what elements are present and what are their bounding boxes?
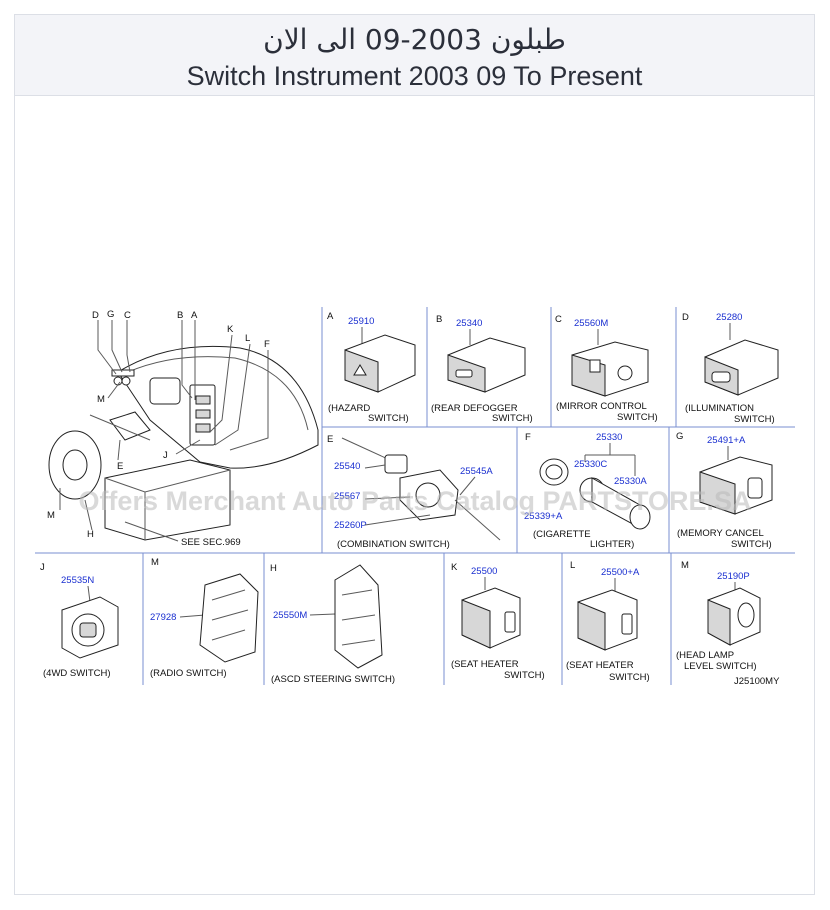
callout-J: J <box>163 450 168 461</box>
caption: (4WD SWITCH) <box>43 668 111 679</box>
panel-letter: F <box>525 432 531 443</box>
callout-D: D <box>92 310 99 321</box>
callout-H: H <box>87 529 94 540</box>
caption: (COMBINATION SWITCH) <box>337 539 450 550</box>
panel-letter: D <box>682 312 689 323</box>
panel-letter: A <box>327 311 334 322</box>
caption-line-2: SWITCH) <box>734 414 775 425</box>
panel-memory-cancel-switch: G 25491+A (MEMORY CANCEL SWITCH) <box>676 431 773 550</box>
panel-letter: M <box>151 557 159 568</box>
callout-C: C <box>124 310 131 321</box>
caption-line-1: (MIRROR CONTROL <box>556 401 647 412</box>
part-number-25260P: 25260P <box>334 520 367 531</box>
caption-line-2: SWITCH) <box>492 413 533 424</box>
panel-4wd-switch: J 25535N (4WD SWITCH) <box>40 562 119 679</box>
part-number: 25190P <box>717 571 750 582</box>
caption-line-2: SWITCH) <box>504 670 545 681</box>
part-number-25540: 25540 <box>334 461 360 472</box>
part-number: 25550M <box>273 610 307 621</box>
callout-A: A <box>191 310 198 321</box>
grid-lines <box>35 307 795 685</box>
callout-G: G <box>107 309 114 320</box>
part-number: 25500+A <box>601 567 640 578</box>
callout-M-lower: M <box>47 510 55 521</box>
caption-line-1: (HEAD LAMP <box>676 650 734 661</box>
caption-line-1: (CIGARETTE <box>533 529 591 540</box>
panel-letter: M <box>681 560 689 571</box>
part-number: 25535N <box>61 575 94 586</box>
callout-B: B <box>177 310 183 321</box>
caption-line-2: SWITCH) <box>368 413 409 424</box>
diagram-code: J25100MY <box>734 676 780 687</box>
page-header: طبلون 2003-09 الى الان Switch Instrument… <box>15 15 814 96</box>
caption-line-2: LEVEL SWITCH) <box>684 661 757 672</box>
part-number: 25500 <box>471 566 497 577</box>
panel-rear-defogger-switch: B 25340 (REAR DEFOGGER SWITCH) <box>431 314 533 424</box>
callout-M-upper: M <box>97 394 105 405</box>
part-number-25330C: 25330C <box>574 459 607 470</box>
callout-K: K <box>227 324 234 335</box>
part-number: 27928 <box>150 612 176 623</box>
see-section-note: SEE SEC.969 <box>181 537 241 548</box>
panel-ascd-steering-switch: H 25550M (ASCD STEERING SWITCH) <box>270 563 395 685</box>
caption-line-1: (ILLUMINATION <box>685 403 754 414</box>
panel-seat-heater-switch-k: K 25500 (SEAT HEATER SWITCH) <box>451 562 545 681</box>
panel-radio-switch: M 27928 (RADIO SWITCH) <box>150 557 259 679</box>
panel-seat-heater-switch-l: L 25500+A (SEAT HEATER SWITCH) <box>566 560 650 683</box>
caption-line-2: SWITCH) <box>609 672 650 683</box>
part-number-25330A: 25330A <box>614 476 647 487</box>
caption-line-2: SWITCH) <box>731 539 772 550</box>
caption-line-1: (SEAT HEATER <box>566 660 634 671</box>
caption: (ASCD STEERING SWITCH) <box>271 674 395 685</box>
caption: (RADIO SWITCH) <box>150 668 227 679</box>
callout-E: E <box>117 461 123 472</box>
caption-line-2: SWITCH) <box>617 412 658 423</box>
panel-letter: C <box>555 314 562 325</box>
panel-cigarette-lighter: F 25330 25330C 25330A 25339+A (CIGARETTE… <box>524 432 651 550</box>
page-title-english: Switch Instrument 2003 09 To Present <box>186 61 643 91</box>
panel-letter: L <box>570 560 575 571</box>
part-number: 25491+A <box>707 435 746 446</box>
part-number-25330: 25330 <box>596 432 622 443</box>
part-number-25339A: 25339+A <box>524 511 563 522</box>
panel-hazard-switch: A 25910 (HAZARD SWITCH) <box>327 311 416 424</box>
panel-illumination-switch: D 25280 (ILLUMINATION SWITCH) <box>682 312 779 425</box>
panel-mirror-control-switch: C 25560M (MIRROR CONTROL SWITCH) <box>555 314 658 423</box>
panel-letter: J <box>40 562 45 573</box>
page-frame <box>14 14 815 895</box>
watermark: Offers Merchant Auto Parts Catalog PARTS… <box>78 486 751 516</box>
part-number: 25910 <box>348 316 374 327</box>
callout-L: L <box>245 333 250 344</box>
caption-line-1: (REAR DEFOGGER <box>431 403 518 414</box>
panel-letter: B <box>436 314 442 325</box>
part-number: 25340 <box>456 318 482 329</box>
panel-letter: G <box>676 431 683 442</box>
caption-line-1: (SEAT HEATER <box>451 659 519 670</box>
panel-head-lamp-level-switch: M 25190P (HEAD LAMP LEVEL SWITCH) <box>676 560 761 672</box>
part-number-25567: 25567 <box>334 491 360 502</box>
caption-line-2: LIGHTER) <box>590 539 634 550</box>
panel-letter: E <box>327 434 333 445</box>
page-title-arabic: طبلون 2003-09 الى الان <box>263 23 566 56</box>
callout-F: F <box>264 339 270 350</box>
part-number: 25280 <box>716 312 742 323</box>
part-number-25545A: 25545A <box>460 466 493 477</box>
dashboard-overview: D G C B A K L F M E J M H SEE SEC.969 <box>47 309 319 548</box>
caption-line-1: (MEMORY CANCEL <box>677 528 764 539</box>
part-number: 25560M <box>574 318 608 329</box>
panel-letter: H <box>270 563 277 574</box>
panel-combination-switch: E 25540 25567 25260P 25545A (COMBINATION… <box>327 434 501 550</box>
caption-line-1: (HAZARD <box>328 403 370 414</box>
panel-letter: K <box>451 562 458 573</box>
